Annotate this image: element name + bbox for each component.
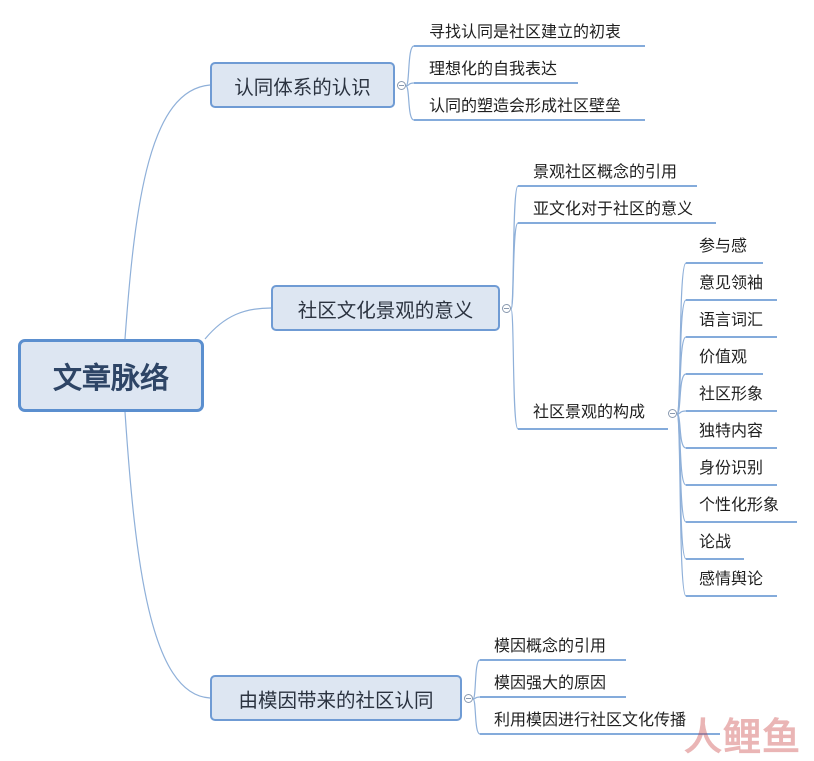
leaf-node[interactable]: 语言词汇 <box>699 310 764 329</box>
collapse-toggle-icon[interactable] <box>397 81 406 90</box>
branch1-to-leaf-2 <box>405 85 415 121</box>
leaf-node[interactable]: 社区形象 <box>699 384 764 403</box>
branch3-to-leaf-2 <box>472 698 481 735</box>
leaf-node[interactable]: 独特内容 <box>699 421 764 440</box>
root-node[interactable]: 文章脉络 <box>18 339 204 412</box>
leaf-node[interactable]: 身份识别 <box>699 458 764 477</box>
branch1-to-leaf-0 <box>405 45 415 87</box>
branch2-to-composition <box>510 308 519 430</box>
leaf-node[interactable]: 利用模因进行社区文化传播 <box>494 710 687 729</box>
leaf-node[interactable]: 个性化形象 <box>699 495 780 514</box>
branch2-to-leaf-1 <box>510 222 519 310</box>
leaf-node[interactable]: 论战 <box>699 532 732 551</box>
leaf-node[interactable]: 景观社区概念的引用 <box>533 162 678 181</box>
composition-to-leaf-9 <box>676 413 687 597</box>
watermark-logo: 人鲤鱼 <box>684 715 802 759</box>
leaf-node[interactable]: 价值观 <box>699 347 748 366</box>
collapse-toggle-icon[interactable] <box>668 409 677 418</box>
leaf-node[interactable]: 感情舆论 <box>699 569 764 588</box>
collapse-toggle-icon[interactable] <box>464 694 473 703</box>
root-to-branch-3 <box>124 411 211 699</box>
leaf-node[interactable]: 寻找认同是社区建立的初衷 <box>429 22 622 41</box>
leaf-node[interactable]: 认同的塑造会形成社区壁垒 <box>429 96 622 115</box>
branch-node-landscape-meaning[interactable]: 社区文化景观的意义 <box>271 285 500 331</box>
root-to-branch-2 <box>204 307 272 340</box>
leaf-node-landscape-composition[interactable]: 社区景观的构成 <box>533 402 646 421</box>
branch-node-meme-identity[interactable]: 由模因带来的社区认同 <box>210 675 462 721</box>
composition-to-leaf-4 <box>676 410 687 415</box>
leaf-node[interactable]: 参与感 <box>699 236 748 255</box>
branch-node-identity-system[interactable]: 认同体系的认识 <box>210 62 395 108</box>
leaf-node[interactable]: 亚文化对于社区的意义 <box>533 199 694 218</box>
root-to-branch-1 <box>124 84 211 340</box>
leaf-node[interactable]: 模因强大的原因 <box>494 673 607 692</box>
composition-to-leaf-3 <box>676 373 687 415</box>
branch3-to-leaf-0 <box>472 659 481 700</box>
leaf-node[interactable]: 意见领袖 <box>699 273 764 292</box>
collapse-toggle-icon[interactable] <box>502 304 511 313</box>
leaf-node[interactable]: 模因概念的引用 <box>494 636 607 655</box>
leaf-node[interactable]: 理想化的自我表达 <box>429 59 558 78</box>
